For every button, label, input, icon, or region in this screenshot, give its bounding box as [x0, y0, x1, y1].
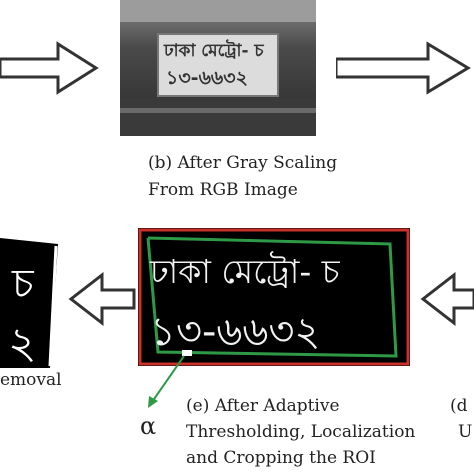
panel-b-caption-line2: From RGB Image — [148, 180, 298, 200]
panel-b-grayscale-image — [120, 0, 316, 136]
arrow-d-to-e — [420, 272, 474, 326]
plate-e-line1: ঢাকা মেট্রো- চ — [150, 252, 340, 291]
plate-b-line2: ১৩-৬৬৩২ — [166, 67, 248, 89]
arrow-e-to-f — [68, 272, 136, 326]
plate-e-line2: ১৩-৬৬৩২ — [150, 309, 321, 355]
plate-border — [146, 236, 398, 358]
arrow-a-to-b — [0, 41, 99, 95]
plate-b-line1: ঢাকা মেট্রো- চ — [164, 41, 264, 61]
arrow-b-to-c — [336, 41, 471, 95]
panel-e-thresholded-roi — [138, 228, 410, 366]
panel-d-caption-fragment-2: U — [458, 422, 473, 442]
panel-e-caption-line3: and Cropping the ROI — [186, 448, 376, 468]
panel-e-caption-line1: (e) After Adaptive — [186, 396, 340, 416]
panel-f-glyph-top: চ — [12, 261, 34, 307]
panel-b-caption-line1: (b) After Gray Scaling — [148, 153, 338, 173]
roi-bounding-box — [138, 228, 410, 366]
panel-e-caption-line2: Thresholding, Localization — [186, 422, 416, 442]
alpha-annotation-arrow — [148, 355, 185, 408]
alpha-symbol: α — [140, 412, 157, 440]
panel-d-caption-fragment-1: (d — [450, 396, 468, 416]
plate-b — [157, 33, 279, 97]
panel-f-caption-fragment: emoval — [0, 370, 62, 390]
panel-f-noise-removed-image — [0, 238, 58, 368]
panel-f-glyph-bottom: ২ — [8, 318, 37, 369]
